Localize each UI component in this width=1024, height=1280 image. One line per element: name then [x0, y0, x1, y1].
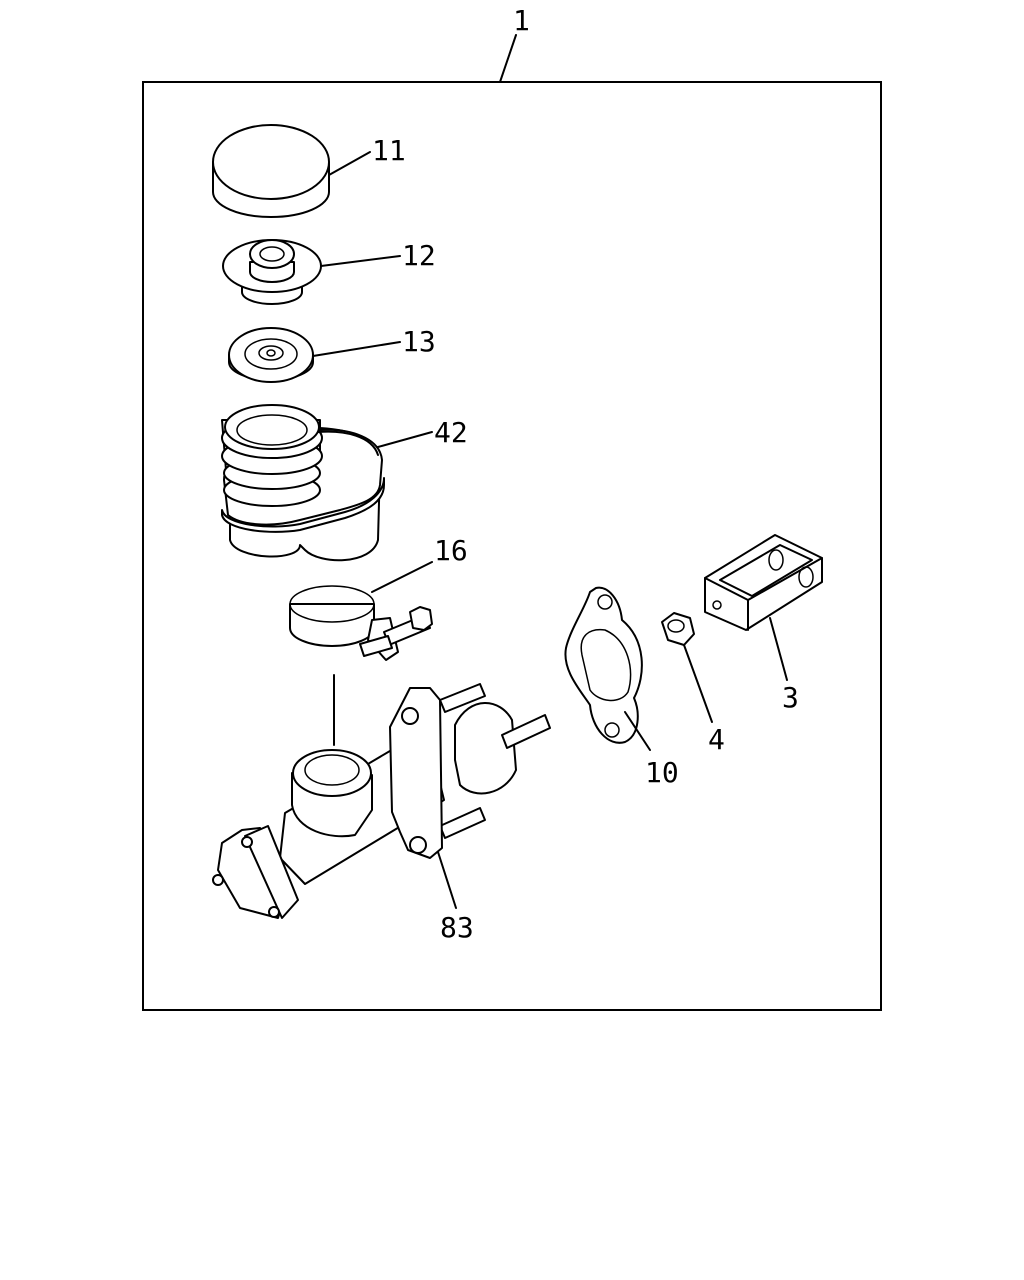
part-10-gasket [564, 586, 643, 744]
leader-83 [437, 851, 457, 909]
callout-13: 13 [402, 325, 436, 358]
callout-1: 1 [513, 4, 530, 37]
leader-12 [320, 255, 401, 267]
part-83-cylinder [212, 683, 551, 919]
part-4-nut [661, 612, 695, 646]
callout-3: 3 [782, 681, 799, 714]
leader-16 [371, 561, 433, 593]
leader-13 [312, 341, 401, 357]
callout-83: 83 [440, 911, 474, 944]
part-42-reservoir [221, 404, 385, 562]
part-13-plate [228, 327, 314, 383]
assembly-frame [142, 81, 882, 1011]
callout-42: 42 [434, 416, 468, 449]
part-11-cap [212, 124, 330, 218]
callout-4: 4 [708, 723, 725, 756]
leader-11 [328, 151, 371, 176]
part-16-band [289, 585, 433, 661]
callout-16: 16 [434, 534, 468, 567]
callout-10: 10 [645, 756, 679, 789]
callout-11: 11 [372, 134, 406, 167]
part-12-diaphragm [222, 239, 322, 305]
leader-3 [769, 617, 788, 681]
leader-42 [377, 431, 433, 448]
leader-4 [683, 644, 713, 723]
leader-1 [499, 34, 517, 83]
callout-12: 12 [402, 239, 436, 272]
leader-10 [624, 711, 651, 751]
part-3-yoke [704, 534, 823, 631]
